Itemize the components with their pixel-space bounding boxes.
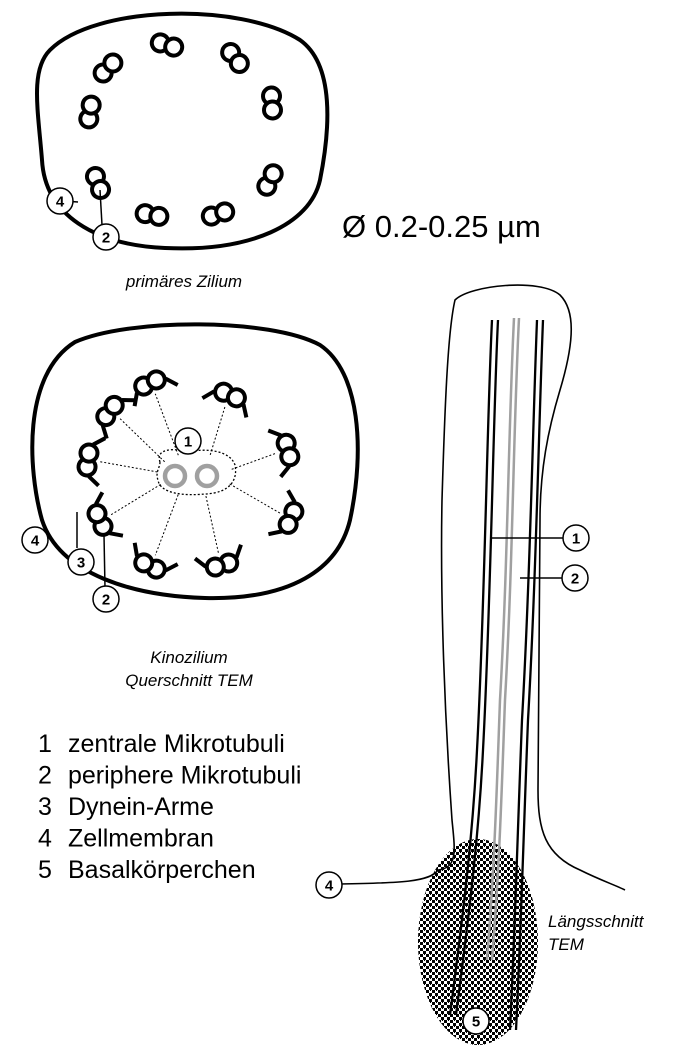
dynein-arm — [166, 375, 178, 388]
longitudinal-caption-line1: Längsschnitt — [548, 912, 645, 931]
svg-text:4: 4 — [31, 533, 40, 550]
primary-doublet — [150, 32, 185, 57]
kino-label-central: 1 — [175, 428, 201, 454]
legend-item-number: 3 — [38, 793, 52, 821]
kinocilium-doublet — [268, 425, 302, 477]
kino-label-2-leader — [104, 535, 105, 588]
kinocilium-doublet — [202, 378, 255, 418]
long-label-membrane: 4 — [316, 872, 342, 898]
legend-item-text: zentrale Mikrotubuli — [68, 730, 285, 758]
dynein-arm — [202, 388, 214, 401]
primary-doublet — [262, 87, 281, 119]
svg-text:5: 5 — [472, 1014, 480, 1031]
longitudinal-section: 1 2 4 5 Längsschnitt TEM — [316, 285, 645, 1045]
long-label-basal: 5 — [463, 1008, 489, 1034]
radial-spokes — [100, 394, 280, 555]
radial-spoke — [100, 462, 157, 472]
primary-doublet — [255, 162, 284, 197]
longitudinal-caption-line2: TEM — [548, 935, 585, 954]
dynein-arm — [92, 492, 105, 504]
central-tubule-left — [165, 466, 185, 486]
primary-cilium-caption: primäres Zilium — [125, 272, 242, 291]
longitudinal-membrane — [438, 285, 625, 890]
primary-label-peripheral: 2 — [93, 224, 119, 250]
long-label-central: 1 — [563, 525, 589, 551]
svg-text:2: 2 — [102, 592, 110, 609]
kinocilium-caption-line2: Querschnitt TEM — [125, 671, 253, 690]
long-label-peripheral: 2 — [562, 565, 588, 591]
svg-text:2: 2 — [571, 571, 579, 588]
longitudinal-membrane-lead — [340, 870, 438, 884]
legend-item-text: Zellmembran — [68, 825, 214, 853]
kinocilium-doublet — [125, 543, 178, 584]
svg-text:2: 2 — [102, 230, 110, 247]
radial-spoke — [120, 418, 165, 462]
dynein-arm — [88, 476, 100, 485]
dynein-arm — [195, 556, 206, 569]
legend-item-number: 5 — [38, 856, 52, 884]
kinocilium-doublet — [82, 492, 123, 545]
svg-text:1: 1 — [184, 434, 192, 451]
legend-item-number: 4 — [38, 825, 52, 853]
radial-spoke — [155, 394, 178, 455]
dynein-arm — [93, 437, 105, 446]
legend-item-number: 2 — [38, 762, 52, 790]
radial-spoke — [155, 495, 178, 556]
kinocilium-peripheral-doublets — [76, 365, 308, 584]
diameter-label: Ø 0.2-0.25 µm — [342, 209, 541, 244]
kinocilium-cross-section: 1 4 3 2 Kinozilium Querschnitt TEM — [22, 324, 358, 690]
svg-text:3: 3 — [77, 555, 85, 572]
legend-item-number: 1 — [38, 730, 52, 758]
legend-item-text: periphere Mikrotubuli — [68, 762, 301, 790]
primary-doublet — [91, 51, 125, 85]
svg-text:1: 1 — [572, 531, 580, 548]
svg-text:4: 4 — [56, 194, 65, 211]
kinocilium-doublet — [268, 490, 308, 543]
primary-doublet — [79, 95, 101, 128]
kinocilium-doublet — [195, 545, 247, 580]
kino-label-membrane: 4 — [22, 527, 48, 553]
dynein-arm — [166, 561, 178, 574]
kinocilium-caption-line1: Kinozilium — [150, 648, 227, 667]
radial-spoke — [230, 484, 280, 513]
central-tubule-right — [197, 466, 217, 486]
legend: 1 zentrale Mikrotubuli 2 periphere Mikrotub… — [38, 730, 301, 884]
legend-item-text: Dynein-Arme — [68, 793, 214, 821]
kinocilium-doublet — [76, 435, 105, 486]
radial-spoke — [206, 496, 219, 553]
primary-doublet — [84, 165, 111, 200]
legend-item-text: Basalkörperchen — [68, 856, 256, 884]
dynein-arm — [98, 426, 112, 439]
radial-spoke — [210, 406, 225, 455]
primary-doublet — [201, 201, 236, 226]
primary-cilium-cross-section: 4 2 primäres Zilium — [37, 14, 327, 291]
kino-label-dynein: 3 — [68, 549, 94, 575]
primary-doublet — [135, 204, 169, 227]
radial-spoke — [232, 453, 277, 469]
primary-doublet — [219, 41, 252, 76]
primary-peripheral-doublets — [79, 32, 285, 226]
dynein-arm — [279, 466, 292, 477]
svg-text:4: 4 — [325, 878, 334, 895]
kinocilium-doublet — [89, 387, 136, 439]
primary-label-membrane: 4 — [47, 188, 73, 214]
kino-label-peripheral: 2 — [93, 586, 119, 612]
dynein-arm — [285, 490, 298, 502]
radial-spoke — [111, 484, 161, 514]
dynein-arm — [268, 428, 281, 439]
